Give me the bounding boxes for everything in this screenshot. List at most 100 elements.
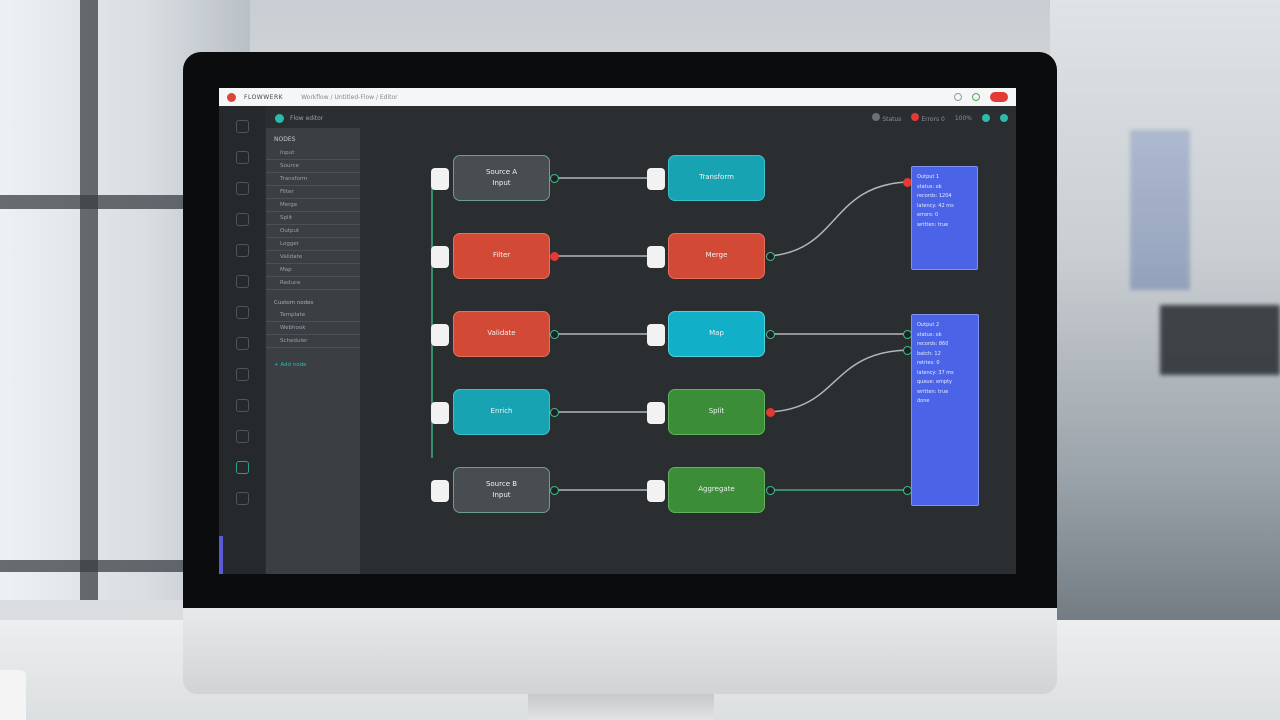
add-node-button[interactable]: + Add node: [274, 362, 307, 368]
output-panel-top[interactable]: Output 1 status: ok records: 1204 latenc…: [911, 166, 978, 270]
palette-item[interactable]: Reduce: [266, 277, 360, 290]
palette-item[interactable]: Input: [266, 147, 360, 160]
code-icon[interactable]: [235, 461, 249, 474]
palette-item[interactable]: Scheduler: [266, 335, 360, 348]
palette-item[interactable]: Map: [266, 264, 360, 277]
error-label: Errors 0: [921, 116, 945, 123]
palette-item[interactable]: Logger: [266, 238, 360, 251]
flow-node[interactable]: Enrich: [453, 389, 550, 435]
input-socket[interactable]: [431, 246, 449, 268]
node-label: Merge: [705, 251, 728, 260]
palette-item[interactable]: Validate: [266, 251, 360, 264]
output-line: errors: 0: [917, 212, 939, 218]
user-icon[interactable]: [235, 275, 249, 288]
deploy-button[interactable]: [1000, 114, 1008, 122]
output-line: latency: 37 ms: [917, 369, 954, 376]
background-poster: [1130, 130, 1190, 290]
cup: [0, 670, 26, 720]
output-line: records: 860: [917, 341, 949, 347]
flow-node[interactable]: Transform: [668, 155, 765, 201]
flow-node[interactable]: Split: [668, 389, 765, 435]
node-label: Filter: [492, 251, 511, 260]
output-port[interactable]: [550, 408, 559, 417]
minimize-button[interactable]: [954, 93, 962, 101]
palette-item[interactable]: Transform: [266, 173, 360, 186]
palette-item[interactable]: Source: [266, 160, 360, 173]
status-indicator[interactable]: Status: [872, 113, 901, 123]
toolbar: Flow editor Status Errors 0 100%: [267, 106, 1016, 130]
node-palette: NODES Input Source Transform Filter Merg…: [266, 128, 360, 574]
filter-icon[interactable]: [235, 399, 249, 412]
maximize-button[interactable]: [972, 93, 980, 101]
output-port[interactable]: [550, 174, 559, 183]
input-socket[interactable]: [431, 402, 449, 424]
settings-icon[interactable]: [235, 306, 249, 319]
output-port[interactable]: [766, 252, 775, 261]
node-label: Source B: [485, 479, 518, 488]
node-sublabel: Input: [492, 179, 511, 187]
list-icon[interactable]: [235, 244, 249, 257]
palette-item[interactable]: Split: [266, 212, 360, 225]
layers-icon[interactable]: [235, 151, 249, 164]
error-indicator[interactable]: Errors 0: [911, 113, 945, 123]
box-icon[interactable]: [235, 182, 249, 195]
wire: [769, 181, 909, 257]
icon-rail: [219, 106, 265, 574]
wire: [769, 349, 909, 413]
window-frame: [80, 0, 98, 600]
flow-node[interactable]: Aggregate: [668, 467, 765, 513]
output-port[interactable]: [766, 330, 775, 339]
link-icon[interactable]: [235, 430, 249, 443]
flow-node[interactable]: Validate: [453, 311, 550, 357]
output-port[interactable]: [766, 408, 775, 417]
connection-wires: [431, 177, 909, 491]
palette-item[interactable]: Filter: [266, 186, 360, 199]
error-icon: [911, 113, 920, 121]
status-icon: [872, 113, 881, 121]
palette-item[interactable]: Output: [266, 225, 360, 238]
node-sublabel: Input: [492, 491, 511, 499]
title-bar: FLOWWERK Workflow / Untitled-Flow / Edit…: [219, 88, 1016, 106]
output-port[interactable]: [766, 486, 775, 495]
input-socket[interactable]: [431, 168, 449, 190]
node-label: Map: [709, 329, 724, 338]
input-socket[interactable]: [647, 246, 665, 268]
database-icon[interactable]: [235, 368, 249, 381]
flow-node[interactable]: Map: [668, 311, 765, 357]
output-panel-bottom[interactable]: Output 2 status: ok records: 860 batch: …: [911, 314, 979, 506]
chart-icon[interactable]: [235, 213, 249, 226]
flow-node[interactable]: Merge: [668, 233, 765, 279]
output-port[interactable]: [550, 330, 559, 339]
active-accent: [219, 536, 223, 574]
folder-icon[interactable]: [235, 337, 249, 350]
output-line: written: true: [917, 221, 949, 228]
input-socket[interactable]: [647, 402, 665, 424]
output-line: records: 1204: [917, 193, 952, 199]
output-port[interactable]: [550, 252, 559, 261]
flow-node[interactable]: Source B Input: [453, 467, 550, 513]
palette-item[interactable]: Template: [266, 309, 360, 322]
output-line: retries: 0: [917, 360, 940, 366]
input-socket[interactable]: [647, 168, 665, 190]
panel-group-title: Custom nodes: [274, 300, 314, 306]
input-socket[interactable]: [647, 480, 665, 502]
zoom-label[interactable]: 100%: [954, 114, 972, 122]
run-button[interactable]: [982, 114, 990, 122]
close-button[interactable]: [990, 92, 1008, 102]
palette-item[interactable]: Webhook: [266, 322, 360, 335]
input-socket[interactable]: [431, 324, 449, 346]
input-socket[interactable]: [431, 480, 449, 502]
help-icon[interactable]: [235, 492, 249, 505]
palette-item[interactable]: Merge: [266, 199, 360, 212]
node-label: Split: [708, 407, 725, 416]
input-socket[interactable]: [647, 324, 665, 346]
output-port[interactable]: [550, 486, 559, 495]
project-icon: [275, 113, 284, 123]
output-line: status: ok: [917, 331, 942, 338]
output-line: queue: empty: [917, 379, 952, 385]
flow-node[interactable]: Filter: [453, 233, 550, 279]
output-title: Output 1: [917, 174, 940, 180]
home-icon[interactable]: [235, 120, 249, 133]
